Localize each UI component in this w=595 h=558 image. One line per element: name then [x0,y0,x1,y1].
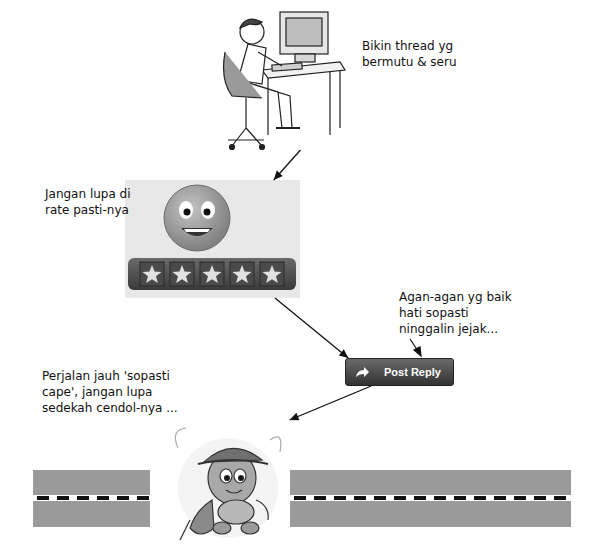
road [33,470,571,527]
star-cell [200,262,224,286]
computer-step: Bikin thread yg bermutu & seru [210,0,345,150]
step-caption: Jangan lupa di rate pasti-nya [45,186,147,218]
leader-arrow [410,339,421,356]
button-label: Post Reply [384,366,441,378]
rating-stars [140,262,284,286]
star [203,265,222,283]
arrow-line [274,150,301,180]
star [233,265,252,283]
step-caption: Bikin thread yg bermutu & seru [362,38,474,70]
flow-arrow [290,386,372,420]
star-cell [140,262,164,286]
star-cell [170,262,194,286]
step-caption: Perjalan jauh 'sopasti cape', jangan lup… [42,368,180,416]
arrow-line [275,298,348,358]
arrowhead [339,349,348,358]
post-reply-button: Post ReplyAgan-agan yg baik hati sopasti… [345,358,454,386]
arrowhead [290,413,300,420]
rating-step: Jangan lupa di rate pasti-nya [125,180,300,298]
step-caption: Agan-agan yg baik hati sopasti ninggalin… [399,289,525,337]
rating-panel [125,180,300,298]
arrow-line [290,386,372,420]
star-cell [230,262,254,286]
star [173,265,192,283]
star-cell [260,262,284,286]
cendol-traveller-illustration [175,428,281,540]
star [263,265,282,283]
computer-user-illustration [224,12,345,150]
cendol-step: Perjalan jauh 'sopasti cape', jangan lup… [160,420,295,545]
reply-icon [354,365,370,379]
arrowhead [274,171,283,180]
flow-arrow [274,150,301,180]
flow-arrow [275,298,348,358]
star [143,265,162,283]
